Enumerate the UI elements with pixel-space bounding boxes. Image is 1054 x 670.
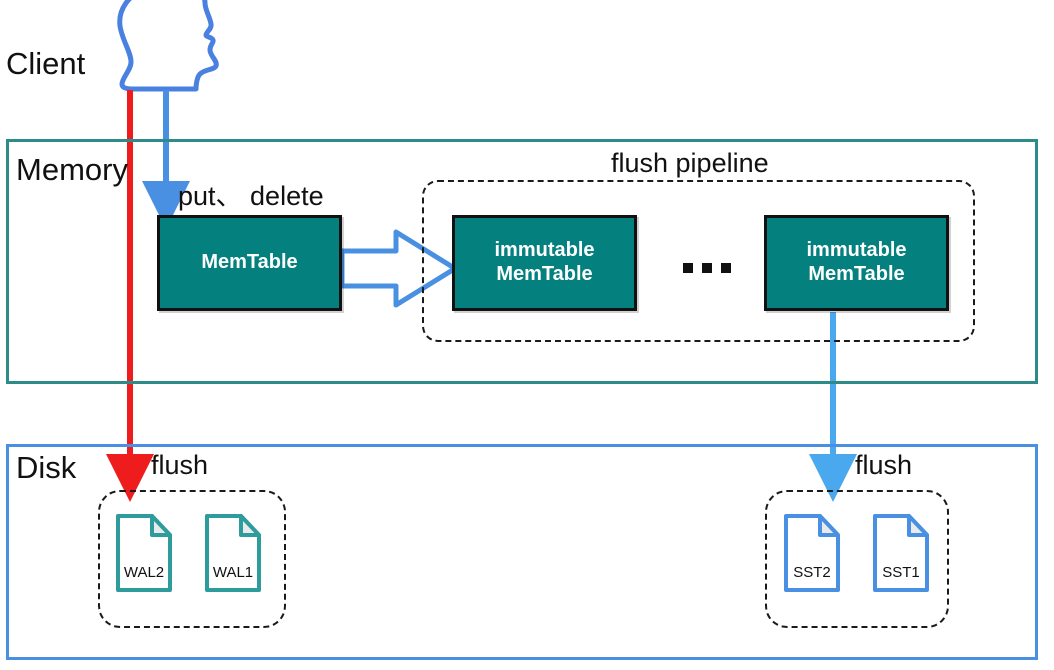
head-profile-icon: [117, 0, 219, 92]
wal-flush-label: flush: [151, 450, 209, 480]
document-icon: [116, 514, 172, 592]
immutable-memtable-2-line2: MemTable: [808, 263, 905, 285]
immutable-memtable-2-line1: immutable: [806, 239, 907, 262]
wal-file-icon-2[interactable]: WAL1: [204, 513, 262, 593]
sst-file-icon-1[interactable]: SST2: [783, 513, 841, 593]
flush-pipeline-label: flush pipeline: [611, 148, 769, 178]
memory-region: [6, 139, 1038, 384]
memtable-label: MemTable: [201, 251, 298, 274]
sst-file-2-name: SST1: [882, 564, 920, 581]
wal-group: [98, 490, 286, 628]
wal-file-2-name: WAL1: [212, 564, 254, 581]
memory-label: Memory: [16, 152, 128, 187]
wal-file-1-name: WAL2: [123, 564, 165, 581]
disk-region: [6, 444, 1038, 660]
document-icon: [205, 514, 261, 592]
ellipsis-dots: [683, 263, 731, 273]
document-icon: [873, 514, 929, 592]
put-delete-label: put、 delete: [178, 181, 324, 211]
sst-file-icon-2[interactable]: SST1: [872, 513, 930, 593]
immutable-memtable-1-line1: immutable: [494, 239, 595, 262]
immutable-memtable-1-line2: MemTable: [496, 263, 593, 285]
sst-file-1-name: SST2: [793, 564, 831, 581]
wal-file-icon-1[interactable]: WAL2: [115, 513, 173, 593]
sst-flush-label: flush: [855, 450, 913, 480]
immutable-memtable-box-1[interactable]: immutable MemTable: [452, 215, 637, 311]
sst-group: [765, 490, 949, 628]
flush-pipeline-group: [422, 180, 975, 342]
client-label: Client: [6, 46, 86, 81]
immutable-memtable-box-2[interactable]: immutable MemTable: [764, 215, 949, 311]
memtable-box[interactable]: MemTable: [157, 215, 342, 311]
document-icon: [784, 514, 840, 592]
disk-label: Disk: [16, 450, 77, 485]
